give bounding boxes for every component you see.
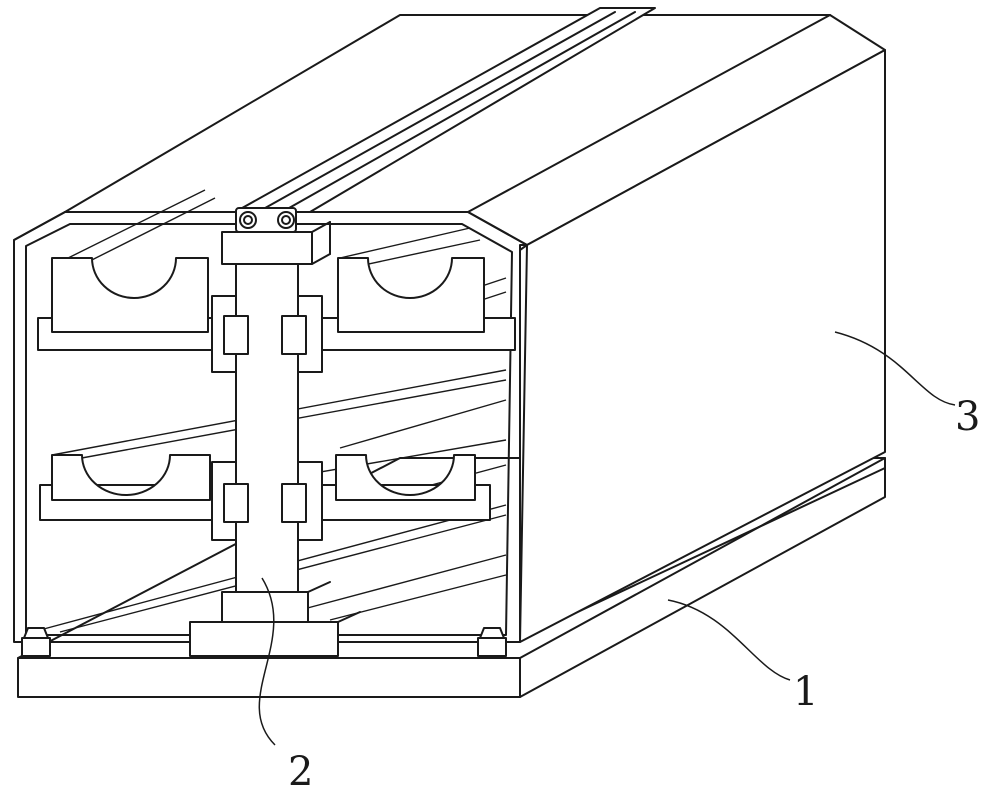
leader-line-1 — [667, 599, 791, 681]
cable-tray-upper-left — [37, 257, 223, 351]
anchor-bolt-left — [21, 627, 51, 657]
top-clamp-rollers — [235, 207, 297, 233]
central-support-column — [189, 221, 361, 657]
cable-tray-lower-right — [299, 454, 491, 521]
cable-tray-upper-right — [299, 257, 516, 351]
cable-tray-lower-left — [39, 454, 223, 521]
leader-line-3 — [834, 331, 956, 406]
leader-line-2 — [258, 577, 276, 746]
callout-label-2: 2 — [288, 749, 313, 795]
housing-side-face — [519, 49, 886, 643]
anchor-bolt-right — [477, 627, 507, 657]
callout-label-1: 1 — [793, 669, 818, 715]
callout-label-3: 3 — [955, 394, 980, 440]
